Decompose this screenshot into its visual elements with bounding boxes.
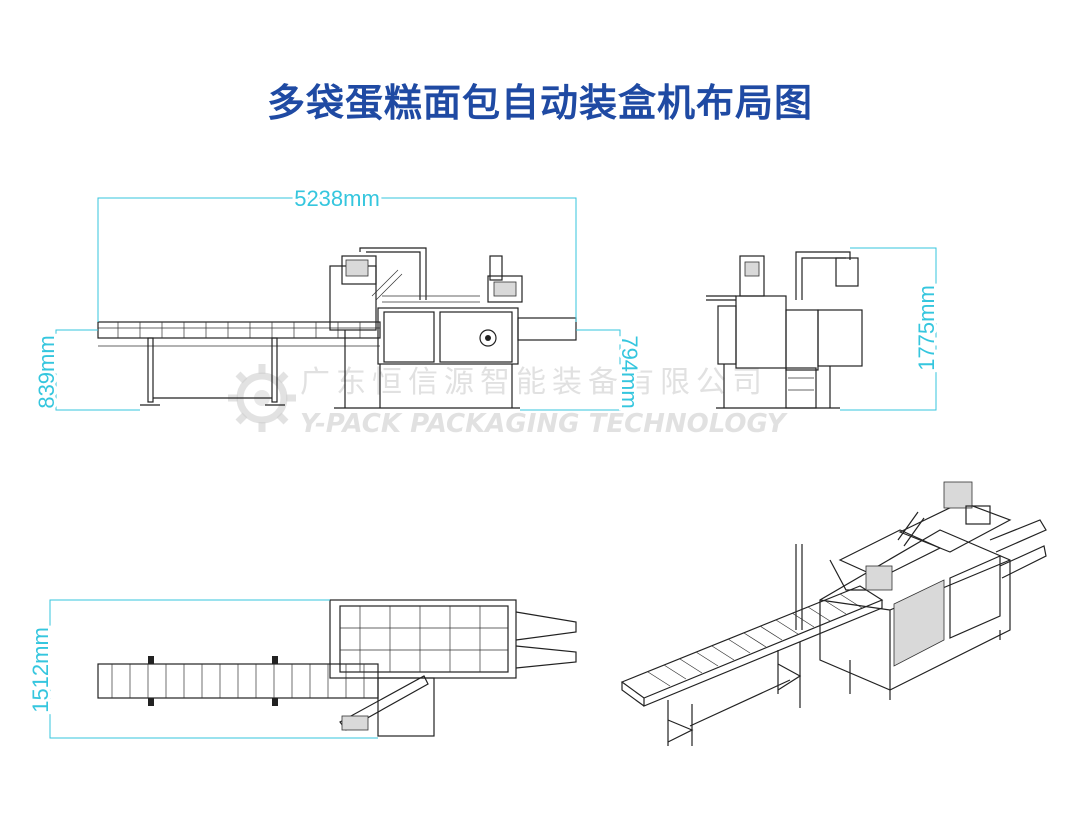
front-dimensions: 5238mm 839mm 794mm — [31, 183, 645, 412]
dim-feed-height: 839mm — [34, 335, 59, 408]
side-dimensions: 1775mm — [840, 247, 942, 411]
side-view — [706, 251, 863, 409]
top-dimensions: 1512mm — [25, 599, 378, 739]
dim-outlet-height: 794mm — [617, 335, 642, 408]
front-view — [97, 247, 577, 409]
dim-width: 1512mm — [28, 627, 53, 713]
dim-length: 5238mm — [294, 186, 380, 211]
dim-total-height: 1775mm — [914, 285, 939, 371]
top-view — [97, 599, 577, 737]
watermark: 广东恒信源智能装备有限公司 Y-PACK PACKAGING TECHNOLOG… — [228, 364, 789, 439]
isometric-view — [620, 481, 1047, 746]
watermark-company-cn: 广东恒信源智能装备有限公司 — [300, 365, 768, 400]
watermark-company-en: Y-PACK PACKAGING TECHNOLOGY — [300, 409, 789, 439]
page-title: 多袋蛋糕面包自动装盒机布局图 — [266, 81, 813, 125]
